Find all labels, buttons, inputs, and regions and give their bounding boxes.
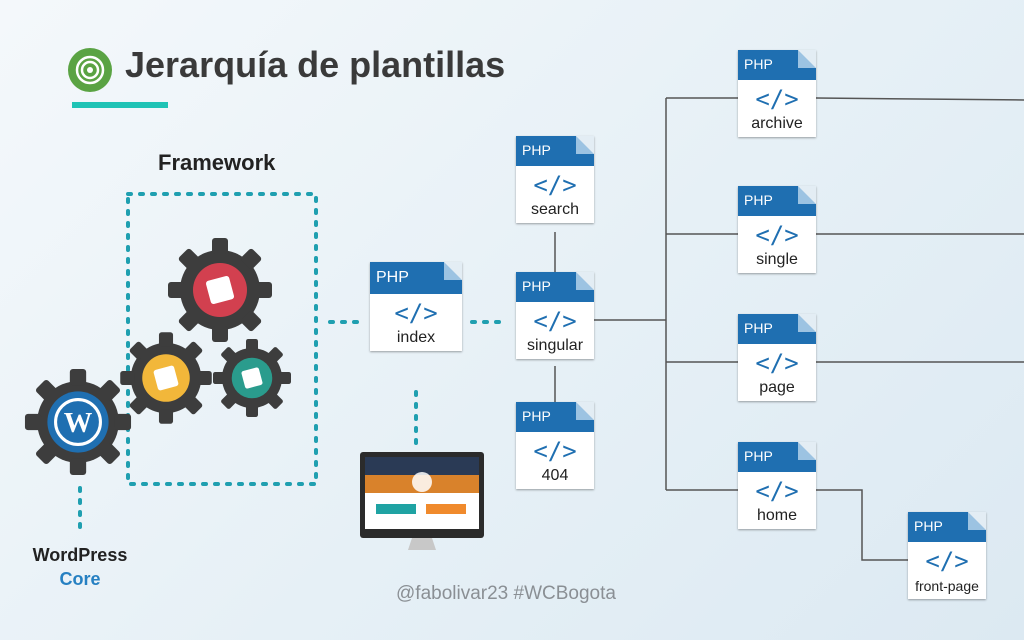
file-name: index (396, 329, 436, 346)
file-name: archive (751, 115, 803, 132)
code-icon: </> (533, 307, 577, 335)
code-icon: </> (533, 437, 577, 465)
code-icon: </> (533, 171, 577, 199)
file-name: page (759, 379, 795, 396)
php-tag: PHP (516, 402, 594, 432)
file-name: 404 (541, 467, 569, 484)
code-icon: </> (394, 299, 438, 327)
gear-icon (213, 339, 291, 417)
framework-label: Framework (158, 150, 276, 175)
file-archive: PHP </> archive (738, 50, 816, 137)
file-index: PHP </> index (370, 262, 462, 351)
php-tag: PHP (738, 50, 816, 80)
file-name: single (756, 251, 798, 268)
file-page: PHP </> page (738, 314, 816, 401)
gears-group: W (24, 238, 291, 476)
file-404: PHP </> 404 (516, 402, 594, 489)
wordpress-core-label: WordPress Core (20, 543, 140, 591)
php-tag: PHP (516, 272, 594, 302)
svg-text:W: W (64, 408, 93, 439)
page-title: Jerarquía de plantillas (125, 44, 506, 85)
file-name: home (756, 507, 798, 524)
file-name: search (530, 201, 580, 218)
file-singular: PHP </> singular (516, 272, 594, 359)
target-icon (68, 48, 112, 92)
code-icon: </> (925, 547, 969, 575)
twitter-handle: @fabolivar23 #WCBogota (396, 583, 616, 604)
file-home: PHP </> home (738, 442, 816, 529)
monitor-icon (360, 452, 484, 550)
file-single: PHP </> single (738, 186, 816, 273)
php-tag: PHP (370, 262, 462, 294)
php-tag: PHP (738, 314, 816, 344)
php-tag: PHP (738, 186, 816, 216)
code-icon: </> (755, 85, 799, 113)
php-tag: PHP (738, 442, 816, 472)
wordpress-gear-icon: W (24, 368, 132, 476)
core-label: Core (59, 569, 101, 589)
file-name: singular (526, 337, 584, 354)
gear-icon (120, 332, 212, 424)
php-tag: PHP (516, 136, 594, 166)
file-search: PHP </> search (516, 136, 594, 223)
file-name: front-page (915, 578, 979, 594)
wordpress-label: WordPress (32, 545, 128, 565)
gear-icon (168, 238, 272, 342)
code-icon: </> (755, 477, 799, 505)
php-tag: PHP (908, 512, 986, 542)
code-icon: </> (755, 349, 799, 377)
title-underline (72, 102, 168, 108)
code-icon: </> (755, 221, 799, 249)
file-front-page: PHP </> front-page (908, 512, 986, 599)
